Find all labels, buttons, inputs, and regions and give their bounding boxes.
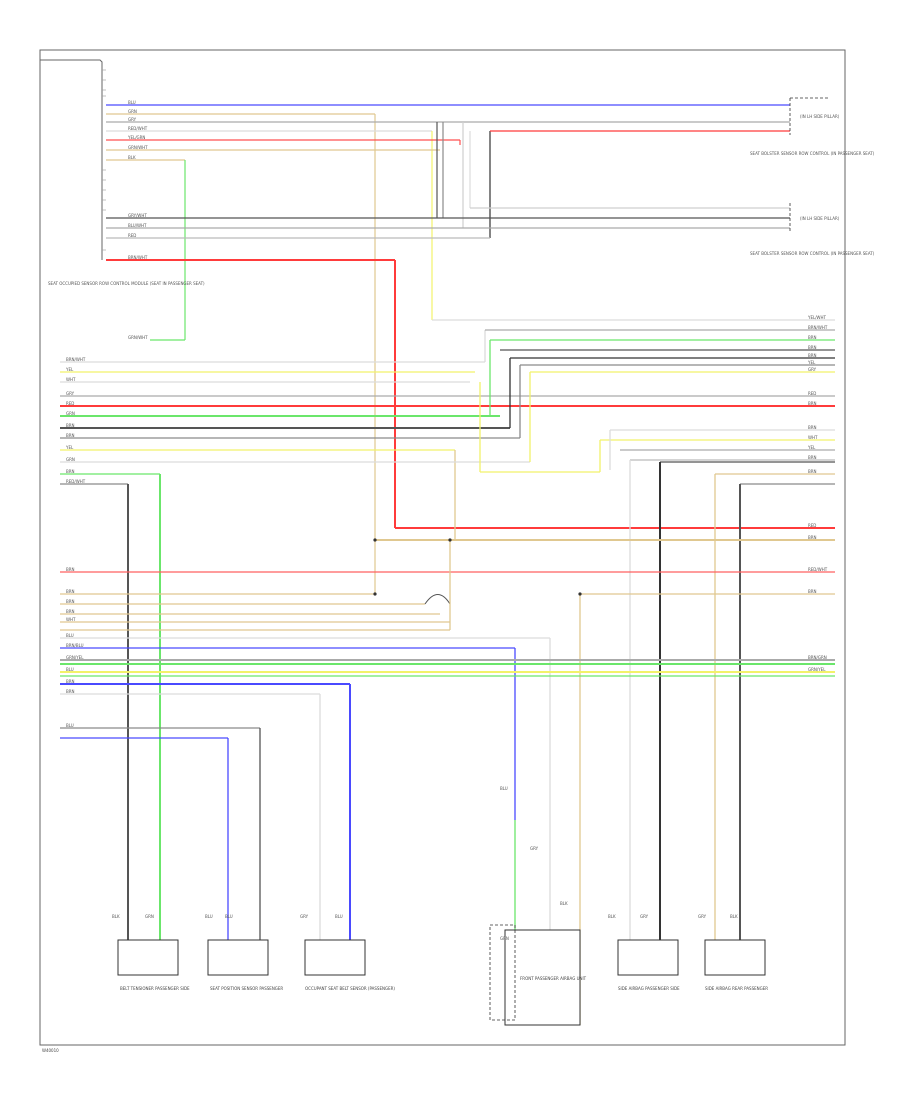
wire-label-bottom-0: BLK [112,914,120,919]
wire-label-main-3: GRY [66,391,75,396]
side-airbag-passenger: SIDE AIRBAG PASSENGER SIDE [617,939,680,991]
wire-label-top-3: RED/WHT [128,126,148,131]
wire-label-main-4: RED [66,401,74,406]
mid-right-component-text: SEAT BOLSTER SENSOR ROW CONTROL (IN PASS… [750,251,875,256]
wire-label-main-12: BRN [66,567,75,572]
wire-label-bottom-2: BLU [205,914,213,919]
wire-label-main-6: BRN [66,423,75,428]
wire-label-top-8: BLU/WHT [128,223,147,228]
wire-label-right-4: BRN [808,353,817,358]
wire-label-main-0: BRN/WHT [66,357,86,362]
component-label: FRONT PASSENGER AIRBAG UNIT [520,976,587,981]
component-label: BELT TENSIONER PASSENGER SIDE [120,986,190,991]
wire-label-top-1: GRN [128,109,137,114]
wire-label-right-1: BRN/WHT [808,325,828,330]
mid-right-connector: (IN LH SIDE PILLAR) [789,203,840,232]
top-right-connector-label: (IN LH SIDE PILLAR) [800,114,840,119]
wire-label-bottom-9: GRY [640,914,649,919]
wire-label-right-18: BRN/GRN [808,655,827,660]
occupant-seat-sensor: OCCUPANT SEAT BELT SENSOR (PASSENGER) [304,939,395,991]
side-airbag-rear: SIDE AIRBAG REAR PASSENGER [704,939,768,991]
wire-label-bottom-10: GRY [698,914,707,919]
top-right-connector: (IN LH SIDE PILLAR) [789,97,840,135]
wire-label-main-21: BRN [66,679,75,684]
wire-label-main-15: BRN [66,609,75,614]
wire-label-right-9: BRN [808,425,817,430]
wire-label-main-20: BLU [66,667,74,672]
wire-label-bottom-6: BLU [500,786,508,791]
wire-label-right-3: BRN [808,345,817,350]
wire-label-top-0: BLU [128,100,136,105]
wire-labels: BLU GRN GRY RED/WHT YEL/GRN GRN/WHT BLK GRY/WHT… [65,100,828,941]
wire-label-main-5: GRN [66,411,75,416]
wire-label-right-5: YEL [807,360,816,365]
component-label: SEAT POSITION SENSOR PASSENGER [210,986,283,991]
wire-label-main-19: GRN/YEL [66,655,84,660]
wire-label-main-17: BLU [66,633,74,638]
wire-label-right-13: BRN [808,469,817,474]
wire-label-right-14: RED [808,523,816,528]
wire-label-right-17: BRN [808,589,817,594]
wire-label-top-4: YEL/GRN [127,135,145,140]
wire-label-top-6: BLK [128,155,136,160]
wire-label-right-6: GRY [808,367,817,372]
wire-label-main-11: RED/WHT [66,479,86,484]
bottom-components: BELT TENSIONER PASSENGER SIDE SEAT POSIT… [117,924,768,1026]
wire-label-bottom-7: GRY [530,846,539,851]
wire-label-main-22: BRN [66,689,75,694]
wire-label-main-14: BRN [66,599,75,604]
top-right-component-text: SEAT BOLSTER SENSOR ROW CONTROL (IN PASS… [750,151,875,156]
wire-label-right-10: WHT [808,435,818,440]
wire-label-bottom-13: BLK [560,901,568,906]
wire-label-main-1: YEL [65,367,74,372]
wire-label-top-2: GRY [128,117,137,122]
mid-right-connector-label: (IN LH SIDE PILLAR) [800,216,840,221]
wire-label-bottom-12: GRN [500,936,509,941]
splice-points [373,538,582,596]
page-code: W40010 [42,1048,59,1053]
wire-label-main-7: BRN [66,433,75,438]
wire-label-bottom-8: BLK [608,914,616,919]
wire-label-bottom-11: BLK [730,914,738,919]
wire-label-main-2: WHT [66,377,76,382]
left-module-pin-ticks [102,69,106,251]
wire-label-main-18: BRN/BLU [66,643,84,648]
wire-label-right-7: RED [808,391,816,396]
wire-label-main-13: BRN [66,589,75,594]
wire-label-right-15: BRN [808,535,817,540]
wire-label-bottom-3: BLU [225,914,233,919]
wire-label-right-16: RED/WHT [808,567,828,572]
top-harness [106,104,835,595]
passenger-seat-position: SEAT POSITION SENSOR PASSENGER [207,939,283,991]
component-label: SIDE AIRBAG REAR PASSENGER [705,986,768,991]
diagram-frame [39,49,846,1046]
wire-label-bottom-1: GRN [145,914,154,919]
wire-label-right-0: YEL/WHT [807,315,827,320]
wire-label-right-11: YEL [807,445,816,450]
wire-label-top-9: RED [128,233,136,238]
wire-label-top-10: BRN/WHT [128,255,148,260]
wire-label-main-10: BRN [66,469,75,474]
wire-label-bottom-5: BLU [335,914,343,919]
wire-label-right-8: BRN [808,401,817,406]
wire-label-top-7: GRY/WHT [128,213,147,218]
wire-label-right-12: BRN [808,455,817,460]
wire-label-main-8: YEL [65,445,74,450]
left-module-outline [40,59,103,260]
wire-label-main-16: WHT [66,617,76,622]
component-label: OCCUPANT SEAT BELT SENSOR (PASSENGER) [305,986,395,991]
component-label: SIDE AIRBAG PASSENGER SIDE [618,986,680,991]
wire-label-top-11: GRN/WHT [128,335,148,340]
main-harness [60,329,835,1025]
passenger-belt-tensioner: BELT TENSIONER PASSENGER SIDE [117,939,190,991]
front-passenger-airbag: FRONT PASSENGER AIRBAG UNIT [489,924,587,1026]
wire-label-main-9: GRN [66,457,75,462]
wire-label-bottom-4: GRY [300,914,309,919]
wire-label-right-2: BRN [808,335,817,340]
wire-label-right-19: GRN/YEL [808,667,826,672]
wire-label-main-23: BLU [66,723,74,728]
left-module-text: SEAT OCCUPIED SENSOR ROW CONTROL MODULE … [48,281,205,286]
wire-label-top-5: GRN/WHT [128,145,148,150]
